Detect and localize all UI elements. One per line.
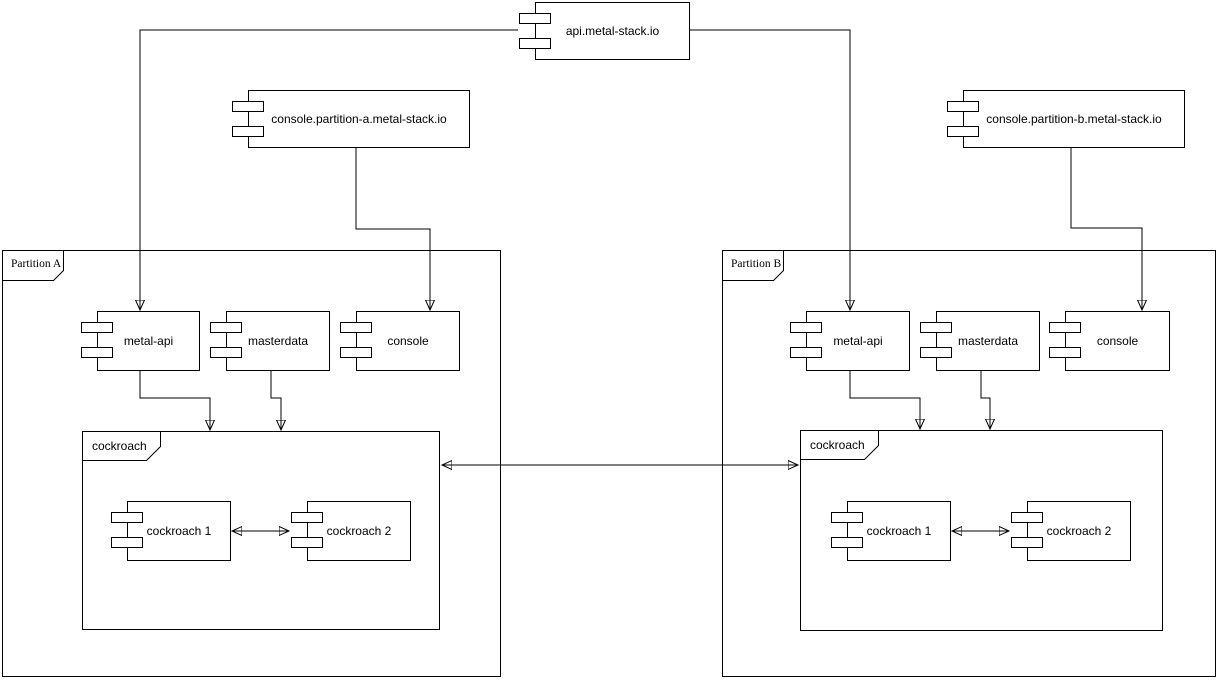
component-label: console.partition-b.metal-stack.io (986, 112, 1162, 126)
component-port-icon (81, 322, 113, 333)
component-label: cockroach 2 (326, 524, 392, 538)
component-port-icon (232, 101, 264, 112)
component-port-icon (1049, 322, 1081, 333)
partition-b-cockroach-tab (800, 430, 879, 460)
partition-a-cockroach-tab (82, 431, 161, 461)
component-label: metal-api (833, 334, 883, 348)
component-port-icon (232, 126, 264, 137)
component-port-icon (340, 347, 372, 358)
component-port-icon (340, 322, 372, 333)
component-port-icon (790, 322, 822, 333)
component-a-masterdata: masterdata (210, 311, 330, 371)
component-a-metal-api: metal-api (81, 311, 200, 371)
component-b-cockroach-2: cockroach 2 (1011, 501, 1131, 561)
component-api-metal-stack-io: api.metal-stack.io (519, 2, 690, 60)
component-label: api.metal-stack.io (565, 24, 660, 38)
partition-a-cockroach-package-label: cockroach (92, 438, 147, 453)
component-label: console.partition-a.metal-stack.io (271, 112, 447, 126)
component-label: cockroach 2 (1046, 524, 1112, 538)
component-a-cockroach-2: cockroach 2 (291, 501, 411, 561)
component-port-icon (831, 512, 863, 523)
component-port-icon (831, 537, 863, 548)
component-a-console: console (340, 311, 460, 371)
component-label: masterdata (247, 334, 309, 348)
component-port-icon (519, 38, 551, 49)
partition-b-cockroach-package-label: cockroach (810, 437, 865, 452)
partition-a-tab (2, 250, 64, 281)
component-label: masterdata (957, 334, 1019, 348)
component-port-icon (111, 537, 143, 548)
component-port-icon (920, 322, 952, 333)
component-port-icon (1049, 347, 1081, 358)
component-port-icon (291, 537, 323, 548)
component-console-partition-a: console.partition-a.metal-stack.io (232, 90, 470, 148)
component-label: console (387, 334, 429, 348)
component-port-icon (111, 512, 143, 523)
component-port-icon (210, 322, 242, 333)
component-b-console: console (1049, 311, 1170, 371)
partition-b-label: Partition B (731, 258, 782, 271)
component-port-icon (81, 347, 113, 358)
partition-a-label: Partition A (11, 258, 62, 271)
component-b-metal-api: metal-api (790, 311, 910, 371)
component-label: metal-api (123, 334, 174, 348)
component-port-icon (790, 347, 822, 358)
component-a-cockroach-1: cockroach 1 (111, 501, 231, 561)
component-port-icon (1011, 537, 1043, 548)
component-label: cockroach 1 (146, 524, 212, 538)
component-console-partition-b: console.partition-b.metal-stack.io (947, 90, 1185, 148)
component-port-icon (920, 347, 952, 358)
component-b-masterdata: masterdata (920, 311, 1040, 371)
component-port-icon (1011, 512, 1043, 523)
component-port-icon (291, 512, 323, 523)
component-port-icon (947, 101, 979, 112)
component-label: console (1096, 334, 1139, 348)
component-port-icon (947, 126, 979, 137)
component-b-cockroach-1: cockroach 1 (831, 501, 951, 561)
component-label: cockroach 1 (866, 524, 932, 538)
component-port-icon (210, 347, 242, 358)
component-port-icon (519, 13, 551, 24)
